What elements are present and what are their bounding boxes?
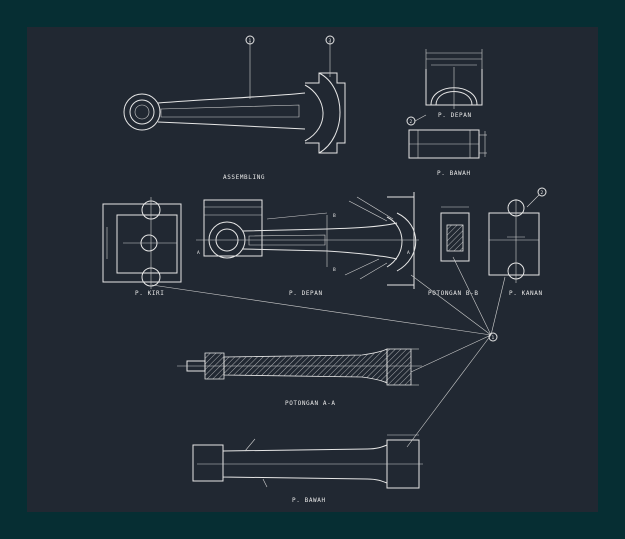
label-assembling: ASSEMBLING: [223, 174, 265, 181]
balloon-part-2-small: 2: [406, 114, 427, 126]
section-a-left: A: [197, 250, 200, 256]
section-bb-view: POTONGAN B-B: [428, 206, 479, 297]
section-aa-view: POTONGAN A-A: [177, 348, 422, 407]
svg-text:1: 1: [249, 38, 252, 44]
label-front-main: P. DEPAN: [289, 290, 323, 297]
svg-text:2: 2: [410, 119, 413, 125]
assembly-view: ASSEMBLING: [123, 42, 346, 181]
label-right: P. KANAN: [509, 290, 543, 297]
cap-front-view: P. DEPAN: [425, 49, 483, 119]
balloon-part-2: 2: [526, 187, 547, 208]
label-bottom-small: P. BAWAH: [437, 170, 471, 177]
label-front-small: P. DEPAN: [438, 112, 472, 119]
section-b-top: B: [333, 213, 336, 219]
svg-text:3: 3: [329, 38, 332, 44]
leader-lines: [151, 256, 506, 448]
cap-bottom-view: P. BAWAH: [408, 129, 487, 177]
section-b-bottom: B: [333, 267, 336, 273]
label-left: P. KIRI: [135, 290, 165, 297]
drawing-sheet: ASSEMBLING 1 3 P. DEPAN P. BAWAH 2: [27, 27, 598, 512]
left-view: P. KIRI: [102, 197, 182, 297]
svg-text:2: 2: [541, 190, 544, 196]
balloon-part-1: 1: [245, 35, 255, 45]
label-bottom-main: P. BAWAH: [292, 497, 326, 504]
right-view: P. KANAN: [488, 199, 543, 297]
balloon-part-3: 3: [325, 35, 335, 45]
cad-drawing: ASSEMBLING 1 3 P. DEPAN P. BAWAH 2: [102, 35, 547, 504]
label-section-aa: POTONGAN A-A: [285, 400, 336, 407]
main-front-view: A A B B P. DEPAN: [196, 192, 419, 297]
label-section-bb: POTONGAN B-B: [428, 290, 479, 297]
svg-text:1: 1: [492, 335, 495, 341]
balloon-part-1-main: 1: [488, 332, 498, 342]
main-bottom-view: P. BAWAH: [192, 434, 423, 504]
section-a-right: A: [407, 250, 410, 256]
